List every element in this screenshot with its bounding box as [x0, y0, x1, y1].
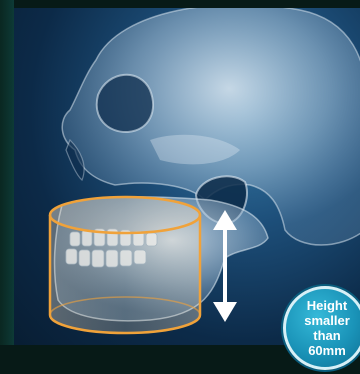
cylinder-top-rim — [50, 197, 200, 233]
badge-line-2: smaller — [296, 313, 358, 328]
eye-socket-shape — [97, 75, 153, 132]
badge-line-3: than — [296, 328, 358, 343]
badge-line-4: 60mm — [296, 343, 358, 358]
measurement-cylinder — [50, 197, 200, 333]
info-badge: Height smaller than 60mm — [283, 286, 360, 370]
frame-top-border — [0, 0, 360, 8]
frame-left-border — [0, 0, 14, 374]
badge-line-1: Height — [296, 298, 358, 313]
